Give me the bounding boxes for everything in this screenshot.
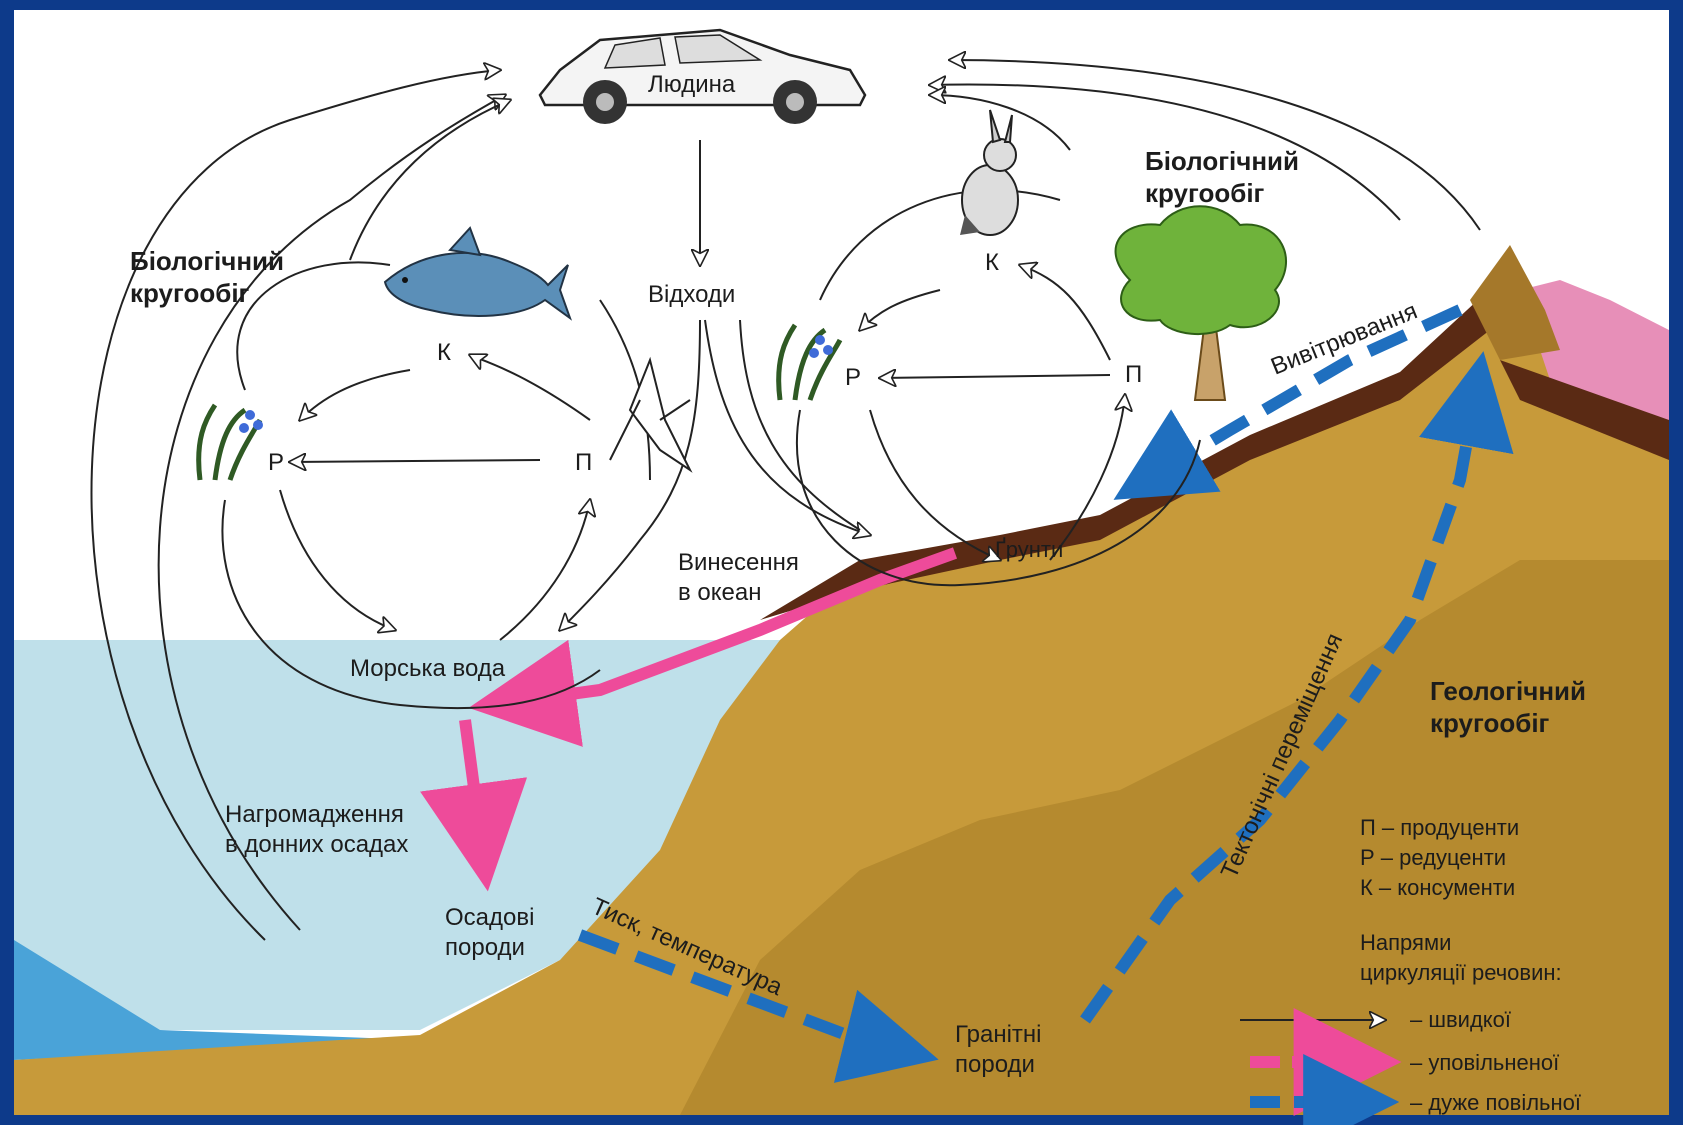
producer-left-label: П xyxy=(575,449,592,476)
accumulation-label-2: в донних осадах xyxy=(225,831,408,858)
accumulation-label-1: Нагромадження xyxy=(225,801,404,828)
bio-cycle-right-label-2: кругообіг xyxy=(1145,178,1265,208)
geo-cycle-label-2: кругообіг xyxy=(1430,708,1550,738)
granite-label-2: породи xyxy=(955,1051,1035,1078)
waste-label: Відходи xyxy=(648,281,735,308)
granite-label-1: Гранітні xyxy=(955,1021,1042,1048)
soil-label: Ґрунти xyxy=(995,537,1063,562)
legend-consumers: К – консументи xyxy=(1360,875,1515,900)
legend-title-2: циркуляції речовин: xyxy=(1360,960,1562,985)
geo-cycle-label-1: Геологічний xyxy=(1430,676,1586,706)
consumer-right-label: К xyxy=(985,249,999,276)
bio-cycle-right-label-1: Біологічний xyxy=(1145,146,1299,176)
sea-water-label: Морська вода xyxy=(350,655,506,682)
consumer-left-label: К xyxy=(437,339,451,366)
reducer-right-label: Р xyxy=(845,364,861,391)
export-label-1: Винесення xyxy=(678,549,799,576)
legend-very-slow-label: – дуже повільної xyxy=(1410,1090,1581,1115)
sedimentary-label-1: Осадові xyxy=(445,904,534,931)
producer-right-label: П xyxy=(1125,361,1142,388)
bio-cycle-left-label-2: кругообіг xyxy=(130,278,250,308)
sedimentary-label-2: породи xyxy=(445,934,525,961)
reducer-left-label: Р xyxy=(268,449,284,476)
legend-fast-label: – швидкої xyxy=(1410,1007,1511,1032)
legend-reducers: Р – редуценти xyxy=(1360,845,1506,870)
export-label-2: в океан xyxy=(678,579,761,606)
legend-producers: П – продуценти xyxy=(1360,815,1519,840)
human-label: Людина xyxy=(648,71,736,98)
bio-cycle-left-label-1: Біологічний xyxy=(130,246,284,276)
legend-slow-label: – уповільненої xyxy=(1410,1050,1559,1075)
legend-title-1: Напрями xyxy=(1360,930,1451,955)
